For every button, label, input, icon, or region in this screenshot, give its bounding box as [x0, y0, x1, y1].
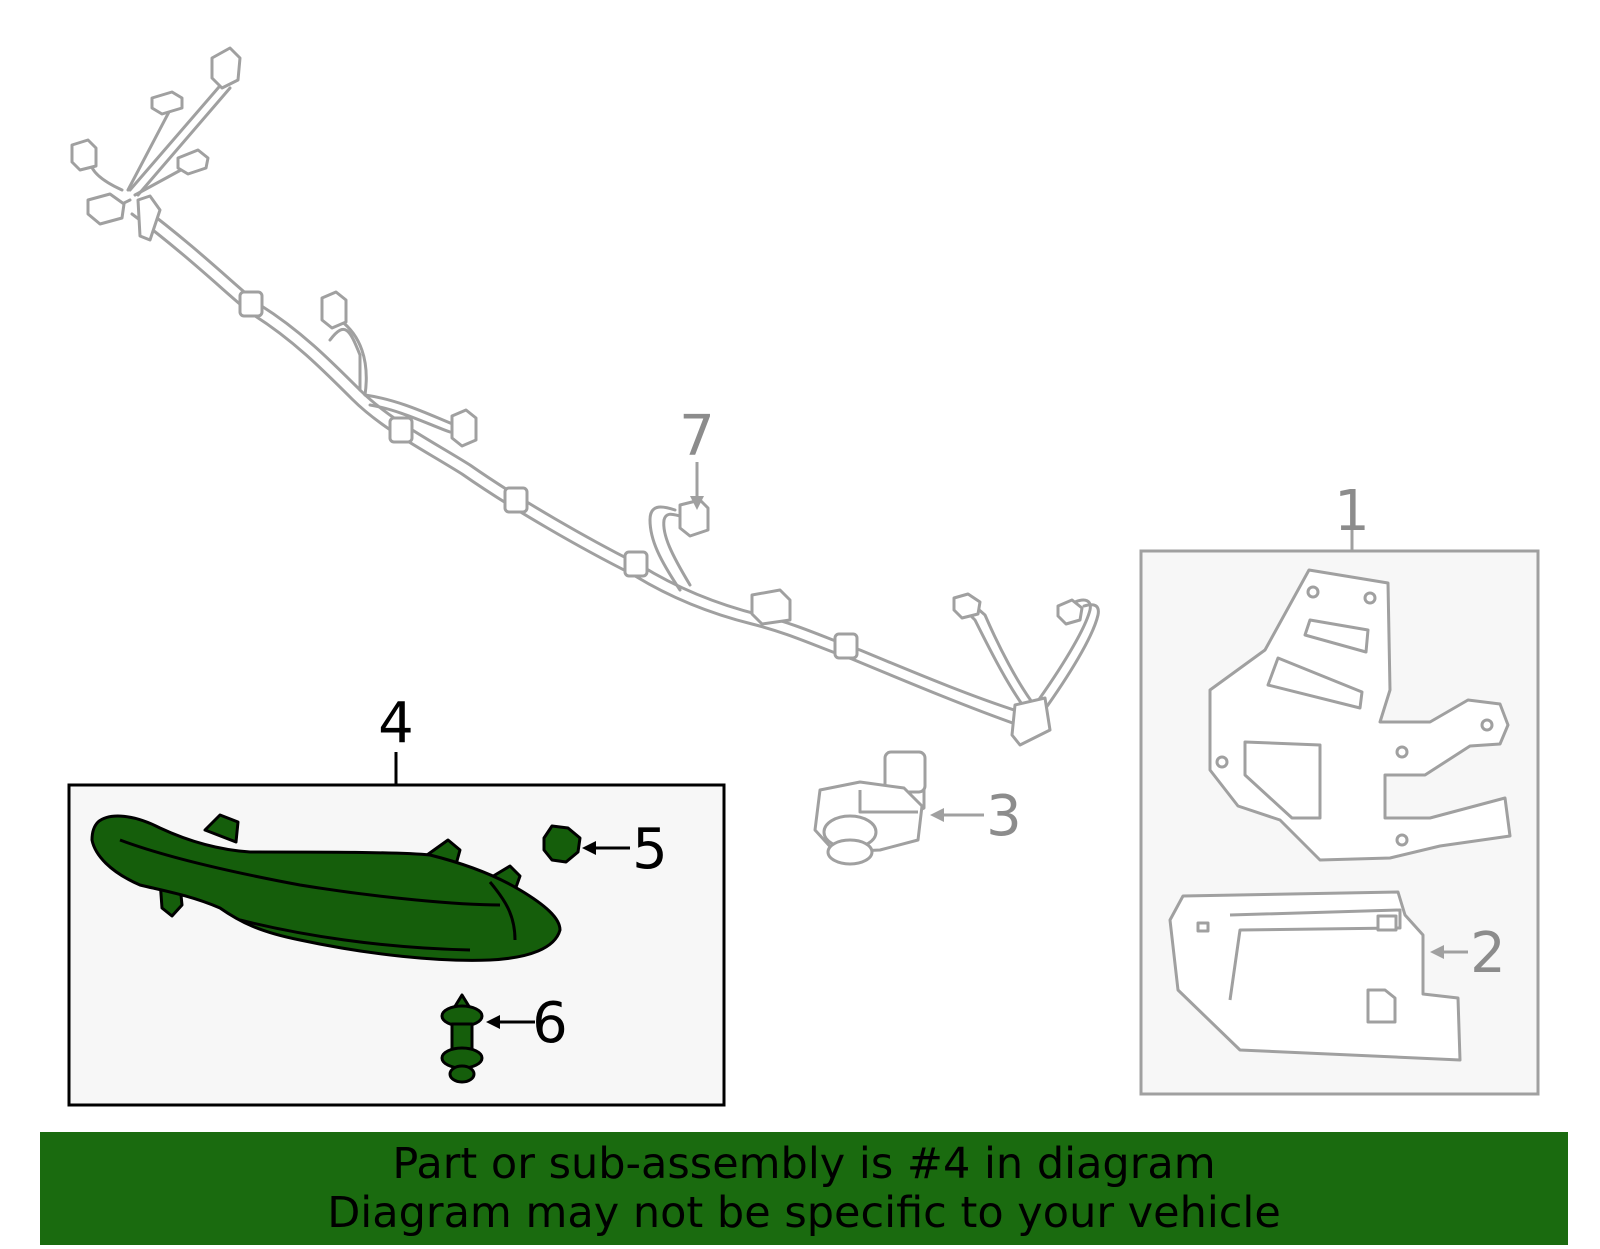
push-clip [440, 993, 484, 1084]
callout-1: 1 [1334, 479, 1370, 544]
callout-6: 6 [532, 991, 568, 1056]
grommet [542, 824, 582, 864]
callout-4: 4 [378, 691, 414, 756]
leader-arrows-black [486, 841, 630, 1029]
callout-5: 5 [632, 817, 668, 882]
harness-connectors [70, 46, 1084, 747]
banner-line-1: Part or sub-assembly is #4 in diagram [392, 1139, 1216, 1189]
control-module [1168, 890, 1462, 1062]
callout-3: 3 [986, 784, 1022, 849]
info-banner: Part or sub-assembly is #4 in diagram Di… [40, 1132, 1568, 1245]
leader-arrows-gray [690, 462, 1468, 959]
callout-2: 2 [1470, 921, 1506, 986]
bracket [1208, 568, 1512, 862]
callout-7: 7 [679, 404, 715, 469]
wiring-harness [88, 78, 1100, 729]
reflector-lamp [90, 813, 562, 962]
banner-line-2: Diagram may not be specific to your vehi… [327, 1188, 1281, 1238]
sensor [813, 750, 927, 866]
